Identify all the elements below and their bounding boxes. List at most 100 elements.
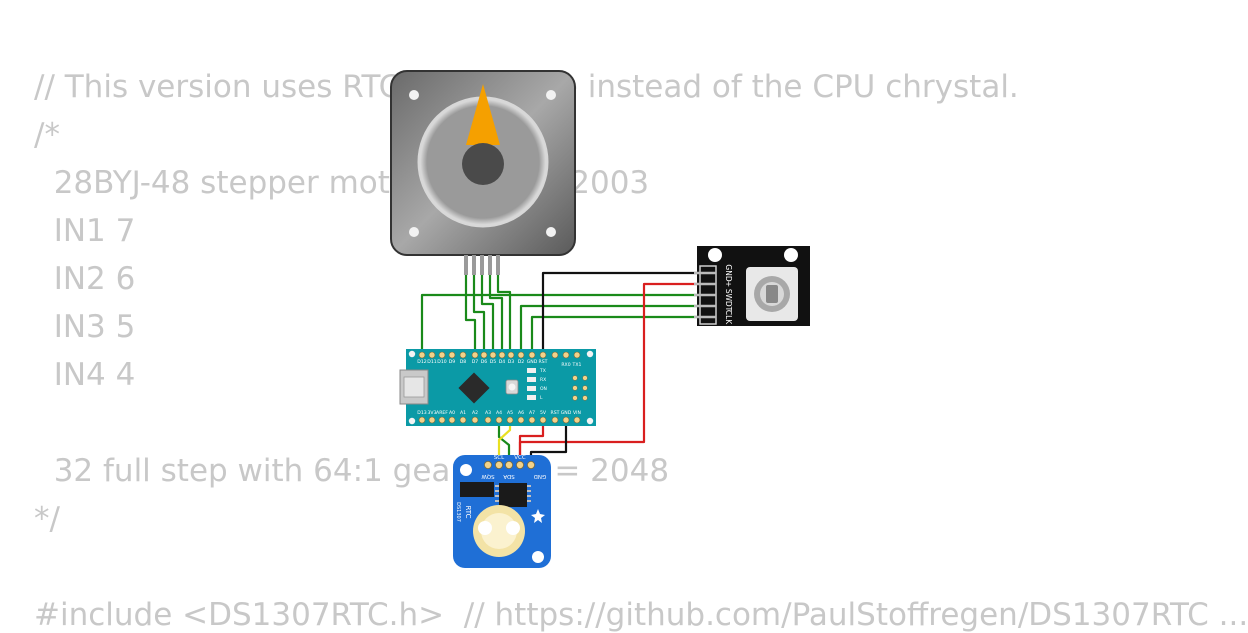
motor-shaft [462, 143, 504, 185]
mount-hole [784, 248, 798, 262]
rtc-chip-label: DS1307 [455, 502, 461, 522]
arduino-pin-label: D3 [508, 359, 515, 365]
rtc-title: RTC [464, 505, 472, 518]
led-tx [527, 368, 536, 373]
code-line: IN1 7 [34, 213, 136, 249]
arduino-pin-label: A4 [496, 410, 502, 416]
rtc-pins [483, 460, 536, 469]
encoder-pin-label: DT [724, 301, 733, 312]
code-line: /* [34, 117, 60, 153]
wire-motor-common[interactable] [496, 275, 512, 355]
code-line: */ [34, 501, 60, 537]
motor-pin [480, 255, 484, 275]
wire-motor-in1[interactable] [464, 275, 477, 355]
arduino-pin-label: VIN [573, 410, 581, 416]
code-line: #include <DS1307RTC.h> // https://github… [34, 597, 1248, 633]
motor-pin [464, 255, 468, 275]
arduino-pin-label: 5V [540, 410, 547, 416]
mount-hole [546, 227, 556, 237]
arduino-pin-label: A5 [507, 410, 513, 416]
motor-pin [496, 255, 500, 275]
arduino-pin-label: D10 [437, 359, 446, 365]
arduino-leds: TX RX ON L [527, 368, 547, 401]
arduino-pin-label: 3V3 [428, 410, 437, 416]
rotary-encoder[interactable]: GND + SW DT CLK [694, 246, 810, 326]
motor-pointer [466, 84, 500, 145]
encoder-pin-label: SW [724, 289, 733, 302]
arduino-bottom-pins [418, 416, 581, 424]
mount-hole [532, 551, 544, 563]
code-line: IN4 4 [34, 357, 136, 393]
arduino-pin-label: D13 [417, 410, 426, 416]
arduino-pin-label: RST [551, 410, 560, 416]
encoder-pin-label: GND [724, 264, 733, 281]
rtc-pin-label: VCC [514, 455, 526, 461]
code-line: IN3 5 [34, 309, 136, 345]
arduino-pin-label: D12 [417, 359, 426, 365]
arduino-nano[interactable]: D12 D11 D10 D9 D8 D7 D6 D5 D4 D3 D2 GND … [399, 349, 596, 426]
arduino-pin-label: D2 [518, 359, 525, 365]
arduino-pin-label: D6 [481, 359, 488, 365]
wire-encoder-gnd[interactable] [541, 271, 704, 355]
code-background: // This version uses RTC SQW pulse inste… [34, 72, 1248, 631]
stepper-motor[interactable] [390, 70, 576, 275]
arduino-board [406, 349, 596, 426]
mount-hole [546, 90, 556, 100]
arduino-pin-label: A6 [518, 410, 524, 416]
wire-motor-in2[interactable] [472, 275, 486, 355]
wire-rtc-sda[interactable] [497, 420, 511, 462]
motor-pin [488, 255, 492, 275]
battery-contact [478, 521, 492, 535]
rtc-pin-label: SDA [503, 473, 515, 479]
circuit-diagram: GND + SW DT CLK D12 D11 D10 D9 D8 D7 [390, 70, 810, 568]
arduino-pin-label: A7 [529, 410, 535, 416]
ds1307-chip [499, 483, 527, 507]
mcu-chip [458, 372, 490, 404]
arduino-pin-label: GND [527, 359, 538, 365]
arduino-pin-label: RX0 [561, 362, 570, 368]
wire-encoder-sw[interactable] [420, 293, 704, 355]
wires [420, 271, 704, 462]
encoder-shaft [766, 285, 778, 303]
arduino-pin-label: D5 [490, 359, 497, 365]
led-l [527, 395, 536, 400]
arduino-pin-label: A0 [449, 410, 455, 416]
led-label: L [540, 395, 543, 401]
wire-motor-in4[interactable] [488, 275, 504, 355]
encoder-pin-label: + [724, 281, 733, 287]
arduino-pin-label: D8 [460, 359, 467, 365]
arduino-pin-label: D11 [427, 359, 436, 365]
motor-pin [472, 255, 476, 275]
led-label: ON [540, 386, 547, 392]
rtc-pin-label: SCL [494, 455, 505, 461]
wire-rtc-vcc[interactable] [518, 420, 545, 462]
rtc-pin-label: SQW [481, 473, 495, 479]
usb-port [403, 376, 425, 398]
arduino-pin-label: AREF [436, 410, 448, 416]
arduino-pin-label: D9 [449, 359, 456, 365]
arduino-top-header [408, 350, 594, 425]
mount-hole [409, 227, 419, 237]
arduino-pin-label: A3 [485, 410, 491, 416]
rtc-pin-label: GND [534, 473, 547, 479]
mount-hole [708, 248, 722, 262]
arduino-pin-label: TX1 [572, 362, 582, 368]
mount-hole [409, 90, 419, 100]
arduino-top-pins [418, 351, 581, 359]
rtc-module[interactable]: SQW SCL SDA VCC GND RTC DS1307 [453, 455, 551, 568]
chip-legs [495, 485, 531, 502]
arduino-pin-label: D4 [499, 359, 506, 365]
arduino-pin-label: GND [561, 410, 572, 416]
wire-encoder-clk[interactable] [530, 315, 704, 355]
wire-motor-in3[interactable] [480, 275, 495, 355]
battery-contact [506, 521, 520, 535]
code-line: IN2 6 [34, 261, 136, 297]
arduino-pin-label: A2 [472, 410, 478, 416]
led-label: RX [540, 377, 546, 383]
icsp-header [572, 375, 588, 401]
wire-encoder-dt[interactable] [519, 304, 704, 355]
led-label: TX [539, 368, 546, 374]
battery-cell [481, 513, 517, 549]
led-on [527, 386, 536, 391]
mount-hole [460, 464, 472, 476]
